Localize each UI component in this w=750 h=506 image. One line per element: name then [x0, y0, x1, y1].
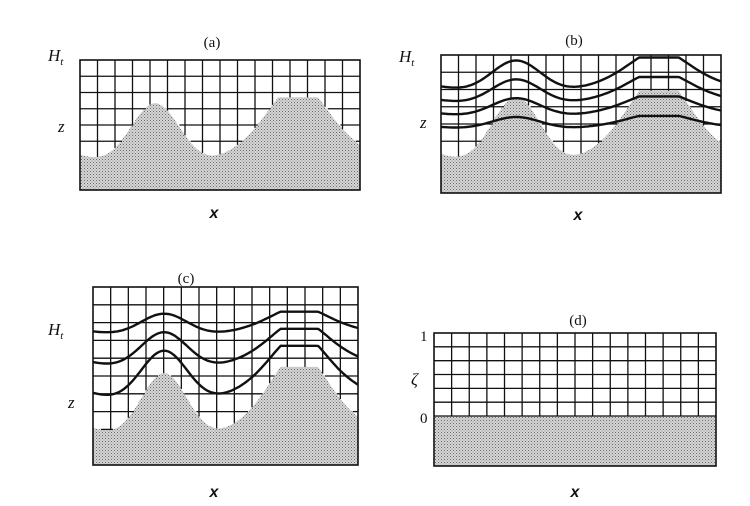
panel-c-label: (c)	[178, 271, 195, 287]
panel-a-z-label: z	[57, 117, 65, 136]
panel-c-z-label: z	[67, 393, 75, 412]
panel-c-x-label: x	[209, 484, 220, 501]
panel-d-label: (d)	[569, 313, 587, 329]
panel-c-grid	[93, 287, 358, 431]
panel-a-x-label: x	[209, 205, 220, 222]
coordinate-surface-line	[440, 75, 722, 103]
panel-d-grid	[434, 333, 716, 417]
panel-c-top-label: Ht	[47, 320, 64, 342]
panel-b-z-label: z	[419, 113, 427, 132]
panel-d-terrain	[434, 416, 716, 466]
panel-b-coordinate-lines	[440, 56, 722, 129]
panel-a-grid	[80, 60, 360, 157]
panel-b-grid	[441, 55, 721, 157]
coordinate-surface-line	[92, 344, 359, 396]
panel-b-label: (b)	[565, 33, 583, 49]
panel-c-coordinate-lines	[92, 310, 359, 396]
panel-d-zeta-label: ζ	[411, 370, 419, 389]
panel-a-label: (a)	[204, 35, 221, 51]
panel-a-frame	[79, 59, 361, 191]
coordinate-surface-line	[440, 95, 722, 116]
panel-b-x-label: x	[573, 207, 584, 224]
panel-a: (a) Ht z x	[47, 35, 361, 222]
panel-d-x-label: x	[570, 484, 581, 501]
panel-c-frame	[92, 286, 359, 466]
coordinate-surface-line	[92, 327, 359, 365]
panel-d-top-tick: 1	[420, 329, 428, 345]
panel-c: (c) Ht z x	[47, 271, 359, 501]
coordinate-surface-line	[440, 56, 722, 89]
coordinate-surface-line	[440, 114, 722, 129]
panel-a-top-label: Ht	[47, 46, 64, 68]
panel-d: (d) 1 0 ζ x	[411, 313, 717, 501]
panel-d-bottom-tick: 0	[420, 411, 428, 427]
panel-b-top-label: Ht	[398, 47, 415, 69]
panel-d-frame	[433, 332, 717, 467]
panel-b: (b) Ht z x	[398, 33, 722, 224]
panel-b-frame	[440, 54, 722, 194]
coordinate-surface-line	[92, 310, 359, 334]
